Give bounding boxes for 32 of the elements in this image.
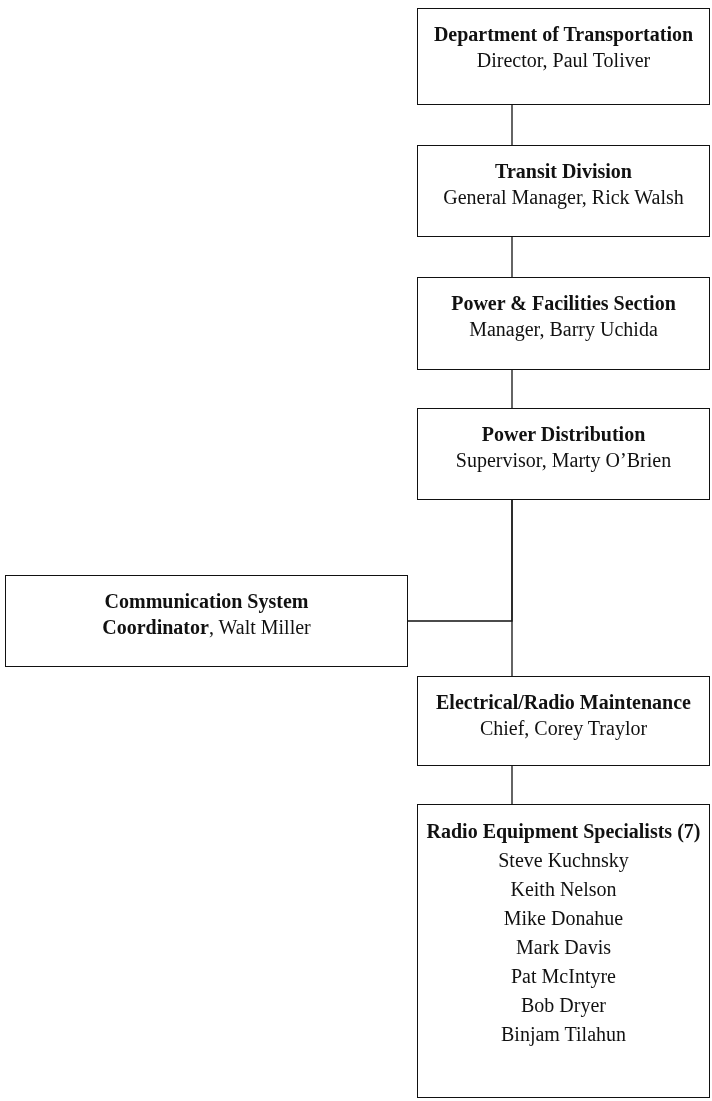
staff-name: Pat McIntyre	[511, 964, 616, 990]
unit-title: Communication System	[104, 589, 309, 614]
role-name: Coordinator, Walt Miller	[102, 615, 311, 640]
unit-title: Transit Division	[495, 159, 632, 184]
staff-name: Mike Donahue	[503, 906, 624, 931]
unit-title: Power & Facilities Section	[451, 291, 676, 316]
unit-title: Power Distribution	[481, 422, 646, 447]
unit-title: Radio Equipment Specialists (7)	[426, 819, 701, 845]
org-box	[417, 277, 710, 370]
staff-name: Bob Dryer	[521, 993, 606, 1019]
staff-name: Steve Kuchnsky	[498, 848, 629, 874]
org-box	[5, 575, 408, 667]
role-name: Supervisor, Marty O’Brien	[455, 448, 672, 473]
connector-line	[511, 104, 513, 146]
org-box	[417, 804, 710, 1098]
unit-title: Electrical/Radio Maintenance	[436, 690, 691, 715]
org-box	[417, 408, 710, 500]
role-name: Chief, Corey Traylor	[479, 716, 648, 741]
staff-name: Binjam Tilahun	[501, 1022, 626, 1048]
role-name: Director, Paul Toliver	[476, 48, 651, 73]
role-name: Manager, Barry Uchida	[469, 317, 658, 342]
connector-line	[511, 369, 513, 409]
staff-name: Keith Nelson	[510, 877, 617, 902]
role-name: General Manager, Rick Walsh	[443, 185, 684, 210]
connector-line	[511, 499, 513, 677]
org-box	[417, 676, 710, 766]
org-box	[417, 145, 710, 237]
connector-line	[511, 236, 513, 278]
unit-title: Department of Transportation	[433, 22, 694, 47]
connector-line	[511, 765, 513, 805]
staff-name: Mark Davis	[516, 935, 611, 960]
org-box	[417, 8, 710, 105]
